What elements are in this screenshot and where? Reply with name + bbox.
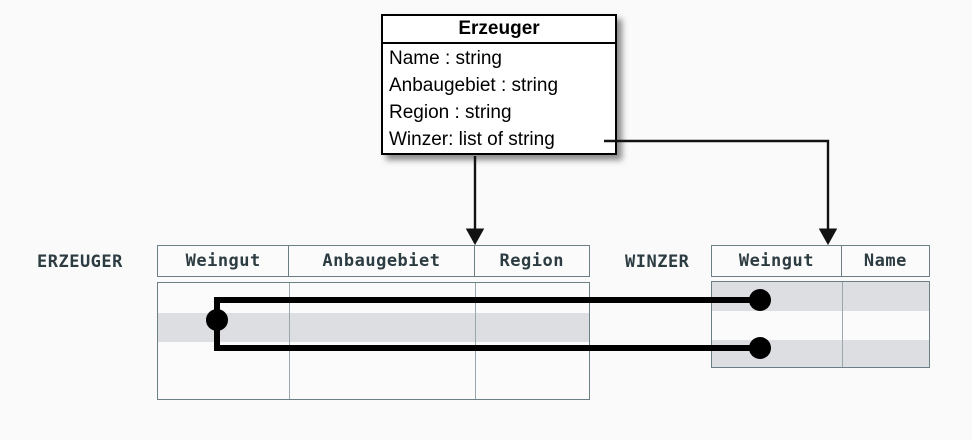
table-row[interactable]: [158, 371, 589, 400]
table-cell: [842, 340, 929, 367]
column-header-anbaugebiet: Anbaugebiet: [288, 246, 473, 276]
table-cell: [712, 340, 842, 367]
table-cell: [289, 283, 475, 313]
arrow-winzer-weingut: [604, 139, 838, 246]
table-header-erzeuger: Weingut Anbaugebiet Region: [157, 245, 590, 277]
table-cell: [158, 283, 289, 313]
table-cell: [712, 282, 842, 311]
table-cell: [475, 312, 589, 342]
table-row[interactable]: [158, 342, 589, 372]
table-cell: [475, 283, 589, 313]
table-row[interactable]: [158, 312, 589, 343]
table-row[interactable]: [712, 340, 929, 367]
uml-class-box[interactable]: Erzeuger Name : string Anbaugebiet : str…: [381, 14, 617, 155]
table-cell: [158, 313, 289, 343]
column-header-weingut: Weingut: [738, 251, 814, 271]
table-cell: [158, 342, 289, 372]
uml-attribute-name: Name : string: [389, 48, 502, 69]
uml-attribute-anbaugebiet: Anbaugebiet : string: [389, 75, 559, 96]
column-header-weingut: Weingut: [185, 251, 261, 271]
table-cell: [475, 371, 589, 399]
table-row[interactable]: [712, 311, 929, 340]
table-cell: [842, 311, 929, 340]
table-row[interactable]: [158, 283, 589, 313]
table-body-winzer: [711, 281, 930, 368]
table-header-winzer: Weingut Name: [711, 245, 930, 277]
table-cell: [842, 282, 929, 311]
uml-attribute-region: Region : string: [389, 102, 512, 123]
table-label-winzer: WINZER: [625, 252, 690, 272]
table-cell: [289, 312, 475, 342]
column-header-name: Name: [840, 246, 929, 276]
column-header-region: Region: [473, 246, 589, 276]
uml-attribute-list: Name : string Anbaugebiet : string Regio…: [383, 44, 615, 153]
table-row[interactable]: [712, 282, 929, 311]
table-cell: [475, 342, 589, 372]
table-cell: [289, 342, 475, 372]
uml-class-name: Erzeuger: [383, 16, 615, 44]
table-body-erzeuger: [157, 282, 590, 400]
table-cell: [158, 372, 289, 400]
uml-attribute-winzer: Winzer: list of string: [389, 129, 555, 150]
table-label-erzeuger: ERZEUGER: [37, 252, 123, 272]
table-cell: [289, 371, 475, 399]
table-cell: [712, 311, 842, 340]
